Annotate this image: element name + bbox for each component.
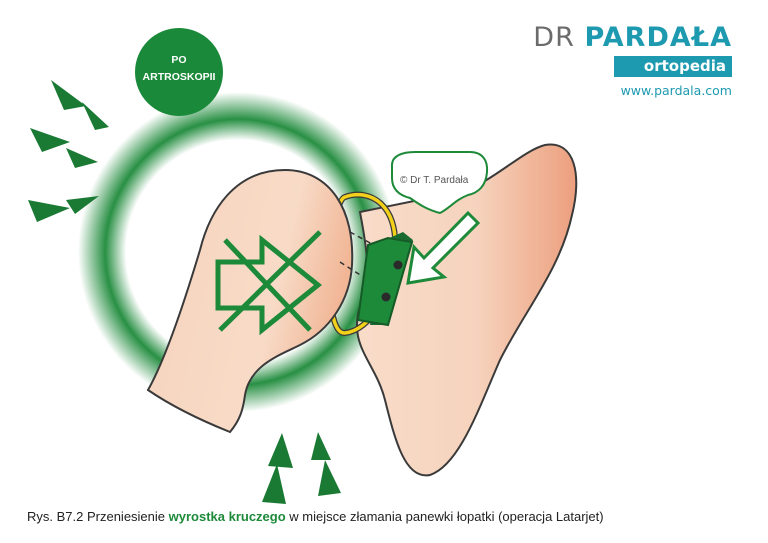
direction-triangles-bottom	[262, 432, 341, 504]
post-arthroscopy-badge	[135, 28, 223, 116]
crossed-arrow-icon	[215, 230, 322, 336]
caption-suffix: w miejsce złamania panewki łopatki (oper…	[285, 509, 604, 524]
figure-caption: Rys. B7.2 Przeniesienie wyrostka kruczeg…	[27, 509, 604, 524]
brand-name-bold: PARDAŁA	[584, 22, 732, 53]
brand-url[interactable]: www.pardala.com	[620, 83, 732, 98]
brand-subtitle: ortopedia	[613, 56, 732, 77]
brand-name-light: DR	[533, 22, 575, 53]
brand-name: DR PARDAŁA	[533, 22, 732, 54]
scapula-bone	[356, 143, 578, 477]
caption-highlight: wyrostka kruczego	[168, 509, 286, 524]
brand-logo: DR PARDAŁA ortopedia www.pardala.com	[533, 22, 732, 99]
copyright-bubble	[391, 151, 489, 215]
badge-line-2: ARTROSKOPII	[142, 71, 216, 83]
direction-triangles-left	[28, 80, 109, 222]
caption-prefix: Rys. B7.2 Przeniesienie	[27, 509, 169, 524]
graft-arrow-icon	[406, 210, 481, 285]
coracoid-graft	[356, 232, 414, 327]
badge-label: PO ARTROSKOPII	[134, 52, 224, 86]
copyright-text: © Dr T. Pardała	[400, 175, 469, 186]
badge-line-1: PO	[171, 54, 187, 66]
